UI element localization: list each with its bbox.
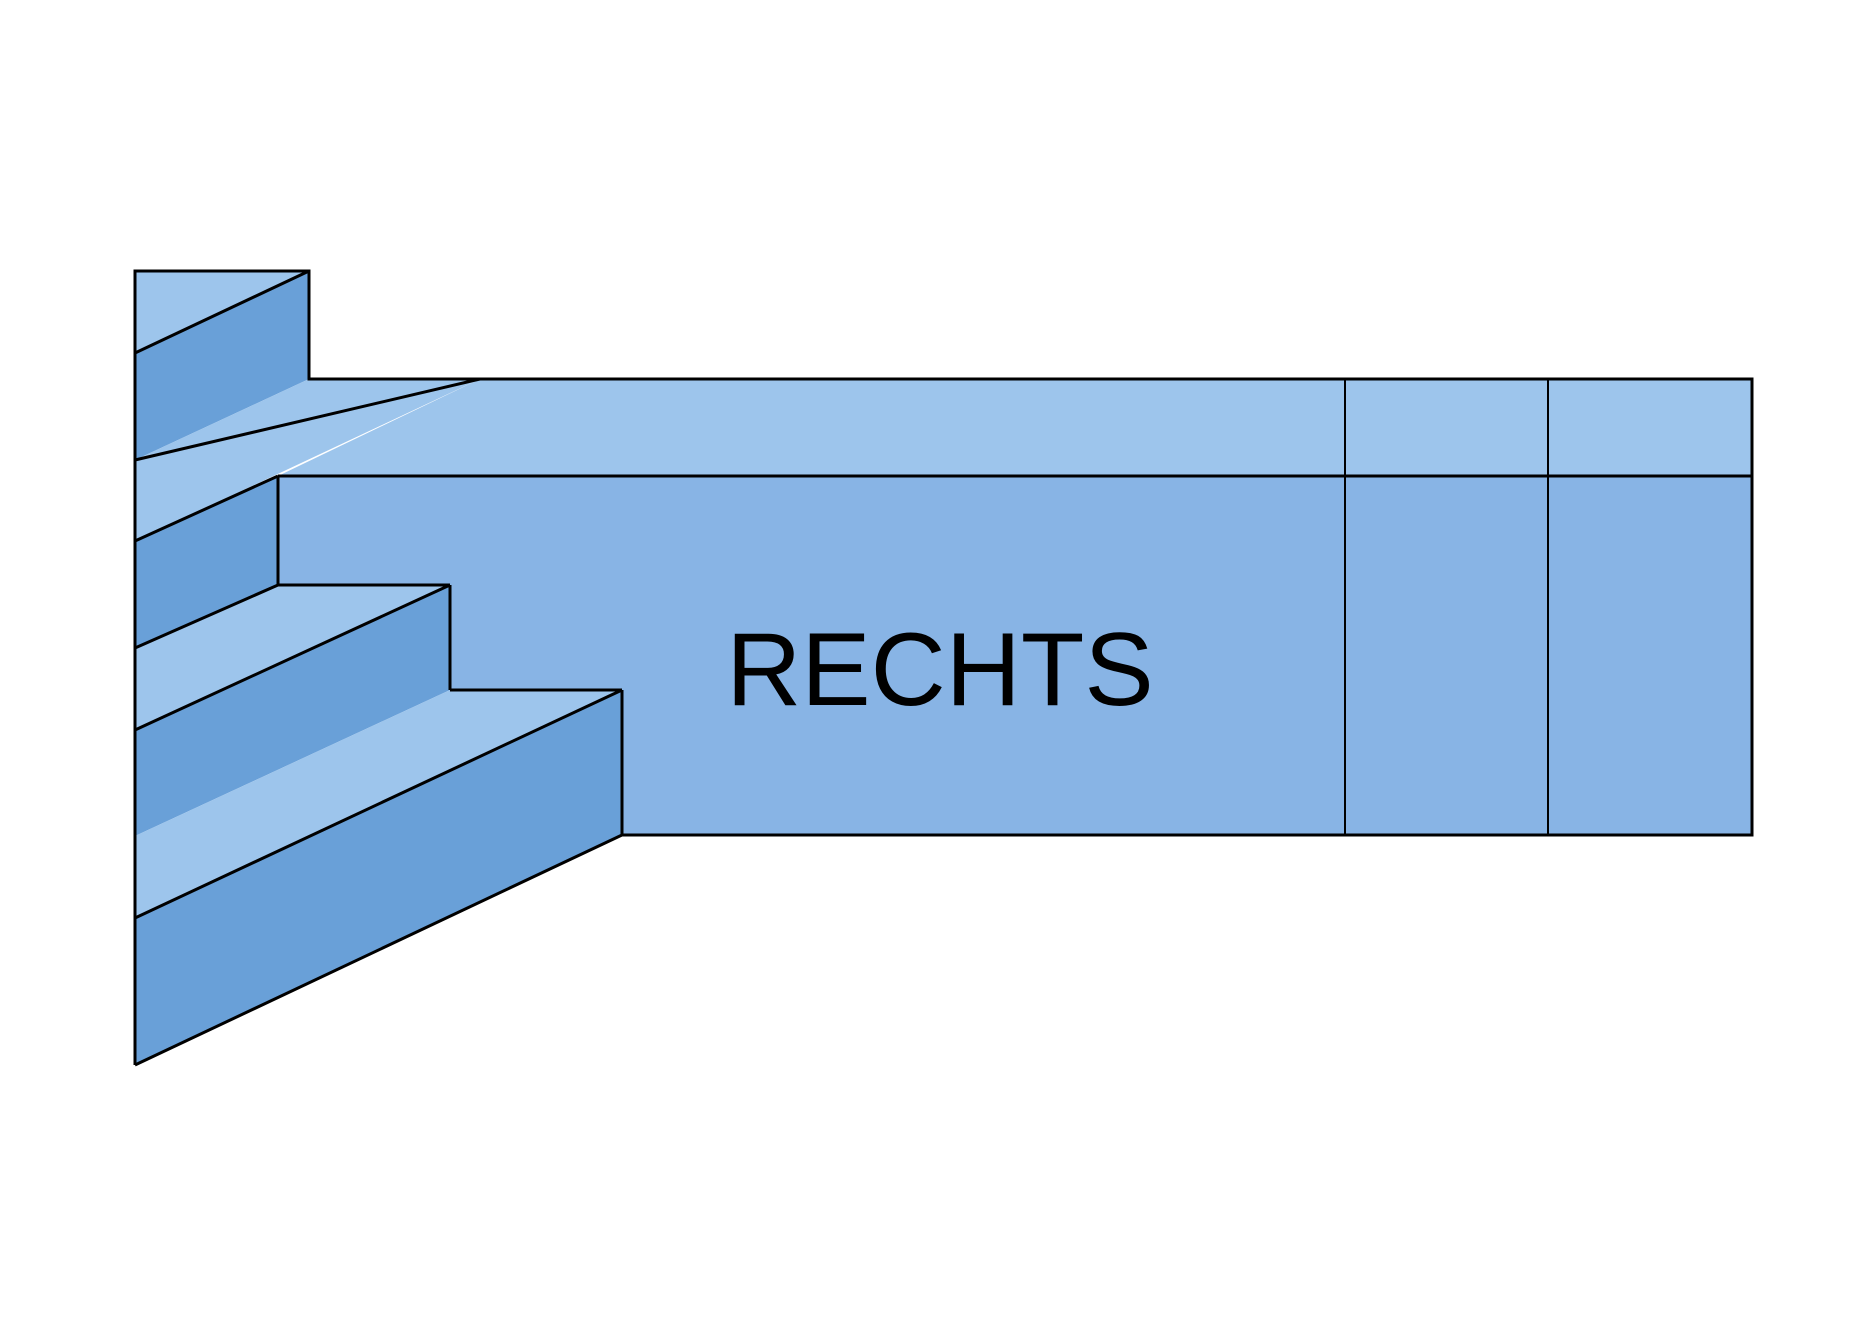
outline-lines (133, 269, 1754, 1067)
step-riser-0 (135, 271, 309, 460)
pool-side-label: RECHTS (726, 612, 1154, 728)
pool-front-wall (278, 476, 1752, 835)
step-riser-1 (135, 476, 278, 648)
step-riser-3 (135, 690, 622, 1065)
step-riser-2 (135, 585, 450, 836)
rim-top-face (278, 379, 1752, 476)
